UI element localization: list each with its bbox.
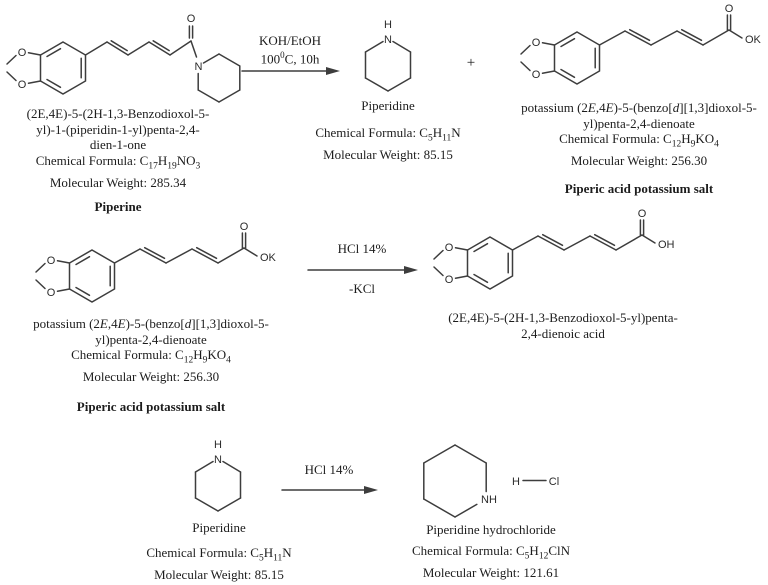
reaction3-arrow xyxy=(281,486,378,494)
trivial-name: Piperine xyxy=(94,199,142,215)
piperidine-caption: Piperidine Chemical Formula: C5H11N Mole… xyxy=(137,520,301,582)
molecular-weight: Molecular Weight: 85.15 xyxy=(154,566,284,582)
oxygen-label: O xyxy=(47,287,56,299)
piperate-potassium-structure: O O O OK xyxy=(520,3,762,85)
piperidine-structure: H N xyxy=(194,439,242,512)
potassium-salt-caption: potassium (2E,4E)-5-(benzo[d][1,3]dioxol… xyxy=(18,316,284,414)
chemical-formula: Chemical Formula: C5H11N xyxy=(146,544,292,564)
chlorine-label: Cl xyxy=(549,476,559,488)
piperine-caption: (2E,4E)-5-(2H-1,3-Benzodioxol-5- yl)-1-(… xyxy=(10,106,226,215)
oxygen-label: O xyxy=(18,47,27,59)
hydrogen-label: H xyxy=(384,19,392,31)
compound-name-line: (2E,4E)-5-(2H-1,3-Benzodioxol-5-yl)penta… xyxy=(448,310,678,325)
chemical-formula: Chemical Formula: C5H12ClN xyxy=(412,542,570,562)
reaction2-conditions-above: HCl 14% xyxy=(337,241,387,256)
oxygen-label: O xyxy=(532,37,541,49)
piperidine-structure: H N xyxy=(364,19,412,92)
molecular-weight: Molecular Weight: 256.30 xyxy=(82,369,220,385)
compound-name-line: Piperidine hydrochloride xyxy=(426,522,556,537)
oxygen-label: O xyxy=(638,208,647,220)
nh-label: NH xyxy=(481,494,497,506)
chemical-formula: Chemical Formula: C17H19NO3 xyxy=(35,152,201,172)
piperine-structure: O O O N xyxy=(6,13,241,103)
piperic-acid-caption: (2E,4E)-5-(2H-1,3-Benzodioxol-5-yl)penta… xyxy=(432,310,694,341)
chemical-formula: Chemical Formula: C5H11N xyxy=(315,124,461,144)
potassium-salt-caption: potassium (2E,4E)-5-(benzo[d][1,3]dioxol… xyxy=(510,100,768,196)
chemical-formula: Chemical Formula: C12H9KO4 xyxy=(559,131,719,150)
trivial-name: Piperic acid potassium salt xyxy=(564,180,714,196)
potassium-oxide-label: OK xyxy=(260,252,277,264)
compound-name-line: (2E,4E)-5-(2H-1,3-Benzodioxol-5- xyxy=(26,106,210,121)
compound-name-line: yl)penta-2,4-dienoate xyxy=(583,115,695,131)
reaction1-arrow xyxy=(241,67,340,75)
plus-operator: + xyxy=(466,55,476,71)
piperic-acid-structure: O O O OH xyxy=(433,208,675,290)
oxygen-label: O xyxy=(47,255,56,267)
piperidine-caption: Piperidine Chemical Formula: C5H11N Mole… xyxy=(306,98,470,162)
reaction2-conditions-below: -KCl xyxy=(349,281,375,296)
compound-name-line: Piperidine xyxy=(192,520,246,535)
nitrogen-label: N xyxy=(384,34,392,46)
nitrogen-label: N xyxy=(214,454,222,466)
trivial-name: Piperic acid potassium salt xyxy=(76,398,226,414)
oxygen-label: O xyxy=(445,274,454,286)
molecular-weight: Molecular Weight: 256.30 xyxy=(570,153,708,169)
oxygen-label: O xyxy=(187,13,196,25)
compound-name-line: yl)-1-(piperidin-1-yl)penta-2,4- xyxy=(36,121,200,137)
compound-name-line: potassium (2E,4E)-5-(benzo[d][1,3]dioxol… xyxy=(33,316,269,331)
oxygen-label: O xyxy=(445,242,454,254)
chemical-formula: Chemical Formula: C12H9KO4 xyxy=(71,347,231,366)
piperidine-hydrochloride-caption: Piperidine hydrochloride Chemical Formul… xyxy=(396,522,586,580)
compound-name-line: potassium (2E,4E)-5-(benzo[d][1,3]dioxol… xyxy=(521,100,757,115)
reaction3-conditions-above: HCl 14% xyxy=(304,462,354,477)
oxygen-label: O xyxy=(532,69,541,81)
molecular-weight: Molecular Weight: 85.15 xyxy=(323,146,453,162)
oxygen-label: O xyxy=(725,3,734,15)
reaction2-arrow xyxy=(307,266,418,274)
piperidine-hydrochloride-structure: NH H Cl xyxy=(423,444,559,518)
compound-name-line: Piperidine xyxy=(361,98,415,113)
compound-name-line: 2,4-dienoic acid xyxy=(521,325,605,341)
reaction1-conditions-above: KOH/EtOH xyxy=(258,33,322,48)
molecular-weight: Molecular Weight: 121.61 xyxy=(422,564,560,580)
oxygen-label: O xyxy=(240,221,249,233)
piperate-potassium-structure: O O O OK xyxy=(35,221,277,303)
reaction1-conditions-below: 1000C, 10h xyxy=(260,50,320,67)
nitrogen-label: N xyxy=(195,61,203,73)
hydrogen-label: H xyxy=(512,476,520,488)
potassium-oxide-label: OK xyxy=(745,34,762,46)
oxygen-label: O xyxy=(18,79,27,91)
compound-name-line: dien-1-one xyxy=(89,137,147,152)
hydroxyl-label: OH xyxy=(658,239,675,251)
compound-name-line: yl)penta-2,4-dienoate xyxy=(95,331,207,347)
hydrogen-label: H xyxy=(214,439,222,451)
molecular-weight: Molecular Weight: 285.34 xyxy=(49,174,187,190)
